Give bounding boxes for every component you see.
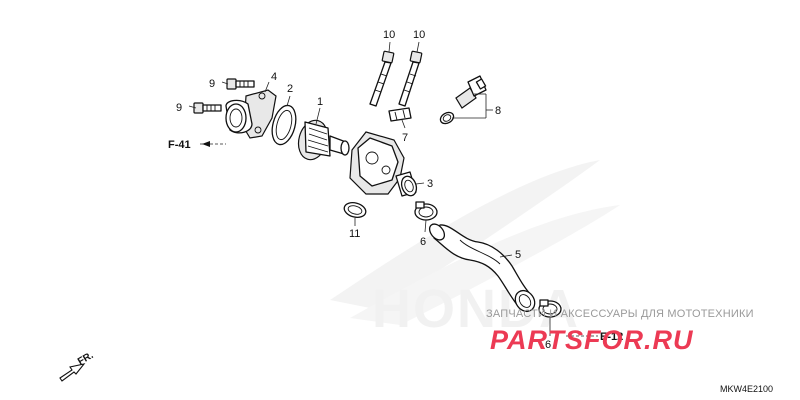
front-direction-label: FR. bbox=[76, 350, 96, 368]
o-ring-11 bbox=[343, 202, 367, 218]
water-hose-5 bbox=[428, 223, 536, 313]
callout-10-left: 10 bbox=[383, 29, 395, 41]
callout-10-right: 10 bbox=[413, 29, 425, 41]
callout-9-upper: 9 bbox=[209, 78, 215, 90]
callout-2: 2 bbox=[287, 83, 293, 95]
front-direction-arrow-icon bbox=[59, 363, 86, 382]
thermostat-cover-4 bbox=[225, 89, 277, 139]
ref-label-left[interactable]: F-41 bbox=[168, 139, 191, 151]
hose-clamp-6-upper bbox=[414, 201, 438, 221]
o-ring-2 bbox=[271, 104, 297, 146]
callout-1: 1 bbox=[317, 96, 323, 108]
callout-5: 5 bbox=[515, 249, 521, 261]
callout-9-lower: 9 bbox=[176, 102, 182, 114]
watermark-brand: PARTSFOR.RU bbox=[490, 325, 694, 355]
callout-6-lower: 6 bbox=[545, 339, 551, 351]
callout-4: 4 bbox=[271, 71, 277, 83]
arrow-left-icon bbox=[202, 141, 210, 147]
callout-3: 3 bbox=[427, 178, 433, 190]
callout-11: 11 bbox=[349, 228, 360, 240]
callout-8: 8 bbox=[495, 105, 501, 117]
clamp-7 bbox=[388, 107, 412, 122]
bolt-10-right bbox=[398, 50, 423, 107]
bolt-10-left bbox=[369, 50, 395, 107]
thermostat-1 bbox=[297, 119, 350, 161]
bolt-9-lower bbox=[193, 102, 222, 114]
thermostat-housing-3 bbox=[349, 131, 418, 197]
callout-7: 7 bbox=[402, 132, 408, 144]
hose-clamp-6-lower bbox=[538, 299, 562, 318]
leader-lines bbox=[188, 41, 598, 337]
callout-6-upper: 6 bbox=[420, 236, 426, 248]
bolt-9-upper bbox=[226, 78, 255, 90]
diagram-code: MKW4E2100 bbox=[720, 384, 773, 394]
ref-label-right[interactable]: E-12 bbox=[600, 331, 623, 343]
temperature-sensor-8 bbox=[439, 75, 487, 125]
watermark-tagline: ЗАПЧАСТИ И АКСЕССУАРЫ ДЛЯ МОТОТЕХНИКИ bbox=[486, 308, 754, 320]
